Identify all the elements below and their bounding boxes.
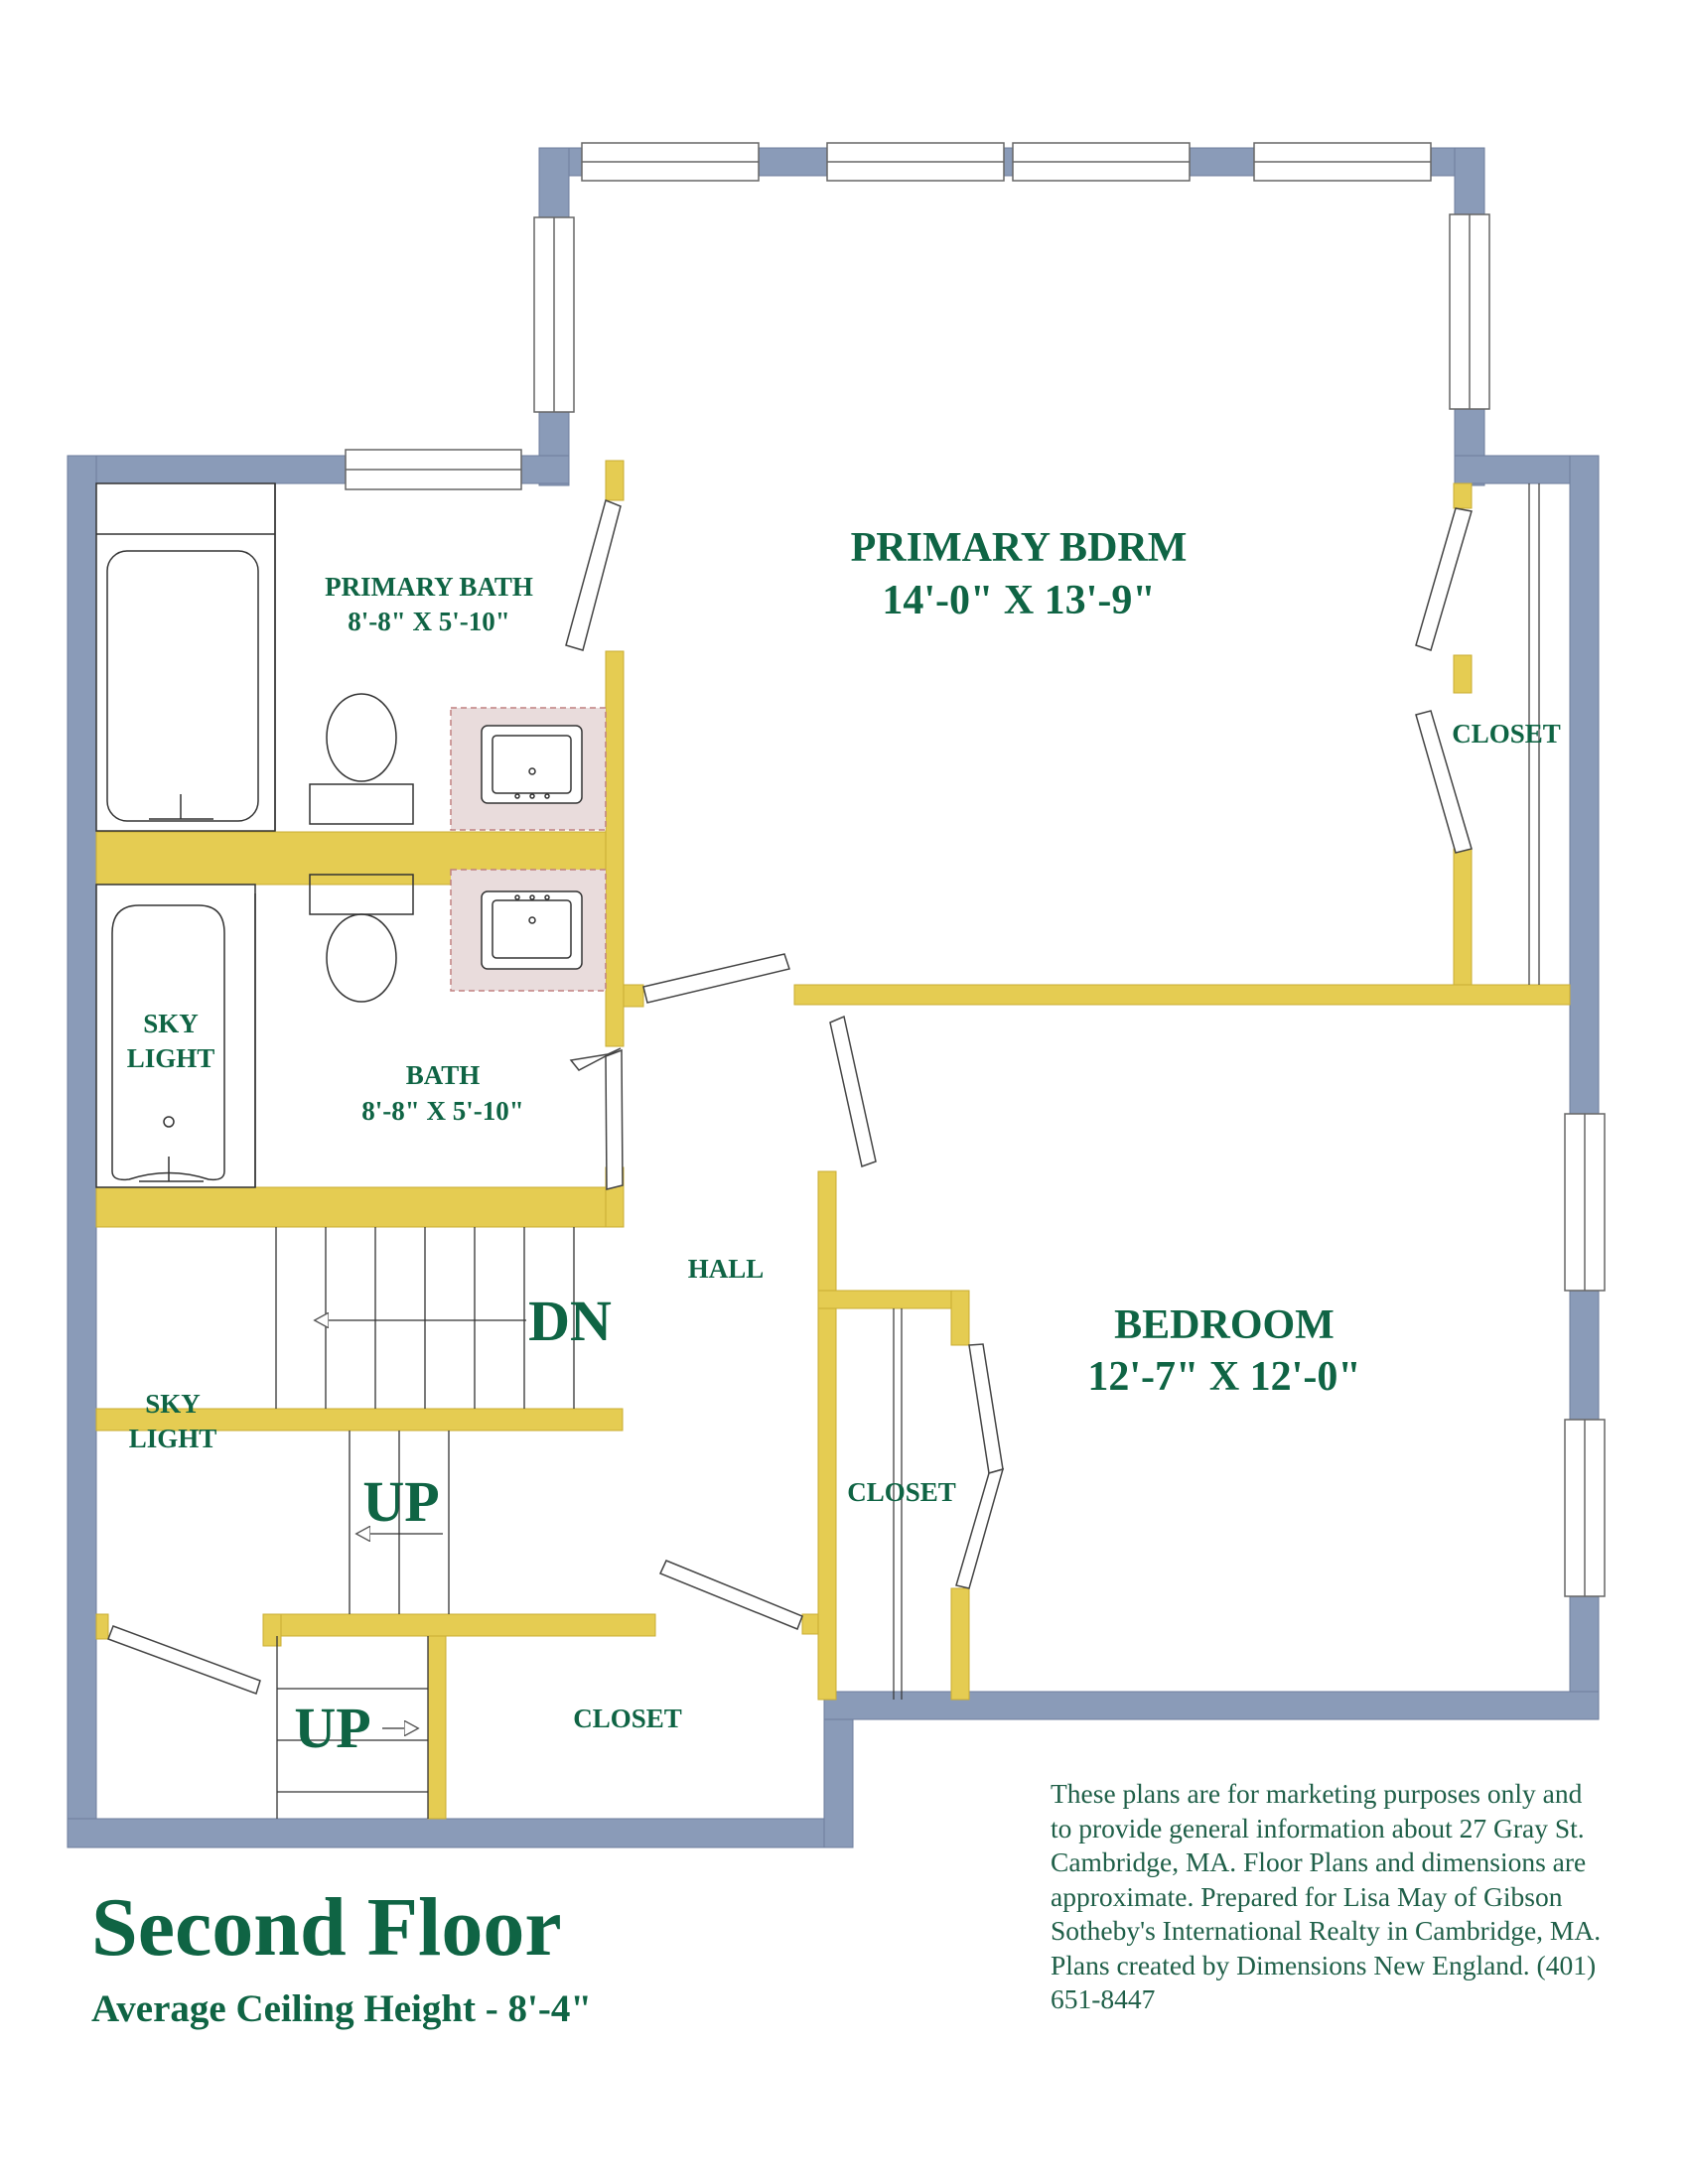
closet-primary-label: CLOSET (1452, 719, 1561, 749)
primary-bdrm-name: PRIMARY BDRM (851, 525, 1188, 571)
skylight-2-line2: LIGHT (129, 1424, 217, 1453)
bath-name: BATH (406, 1060, 481, 1090)
hall-label: HALL (688, 1254, 765, 1284)
stairs-up-lower (276, 1636, 429, 1819)
primary-bath-fixtures (95, 482, 414, 832)
floor-title: Second Floor (91, 1881, 562, 1974)
primary-bath-name: PRIMARY BATH (325, 572, 533, 602)
skylight-1-line2: LIGHT (127, 1043, 215, 1073)
sink-primary-bath (481, 725, 583, 804)
bedroom-name: BEDROOM (1114, 1302, 1335, 1348)
stairs-up-label-1: UP (362, 1469, 439, 1534)
primary-bath-dims: 8'-8" X 5'-10" (348, 607, 509, 636)
windows (345, 142, 1606, 1597)
bath-fixtures (95, 874, 414, 1188)
closet-shelves (893, 483, 1540, 1700)
stairs-down-label: DN (528, 1289, 612, 1353)
closet-bedroom-label: CLOSET (847, 1477, 956, 1507)
disclaimer-text: These plans are for marketing purposes o… (1051, 1778, 1602, 2014)
closet-lower-label: CLOSET (573, 1704, 682, 1733)
stairs-down (275, 1227, 575, 1409)
interior-walls (95, 460, 1571, 1820)
skylight-1-line1: SKY (143, 1009, 199, 1038)
doors (107, 498, 1473, 1695)
stairs-up-label-2: UP (294, 1696, 370, 1760)
ceiling-height-subtitle: Average Ceiling Height - 8'-4" (91, 1987, 592, 2030)
bath-dims: 8'-8" X 5'-10" (361, 1096, 523, 1126)
bedroom-dims: 12'-7" X 12'-0" (1087, 1354, 1360, 1400)
sink-bath (481, 890, 583, 970)
primary-bdrm-dims: 14'-0" X 13'-9" (882, 578, 1155, 623)
skylight-2-line1: SKY (145, 1389, 201, 1419)
stairs-up-upper (349, 1431, 450, 1614)
